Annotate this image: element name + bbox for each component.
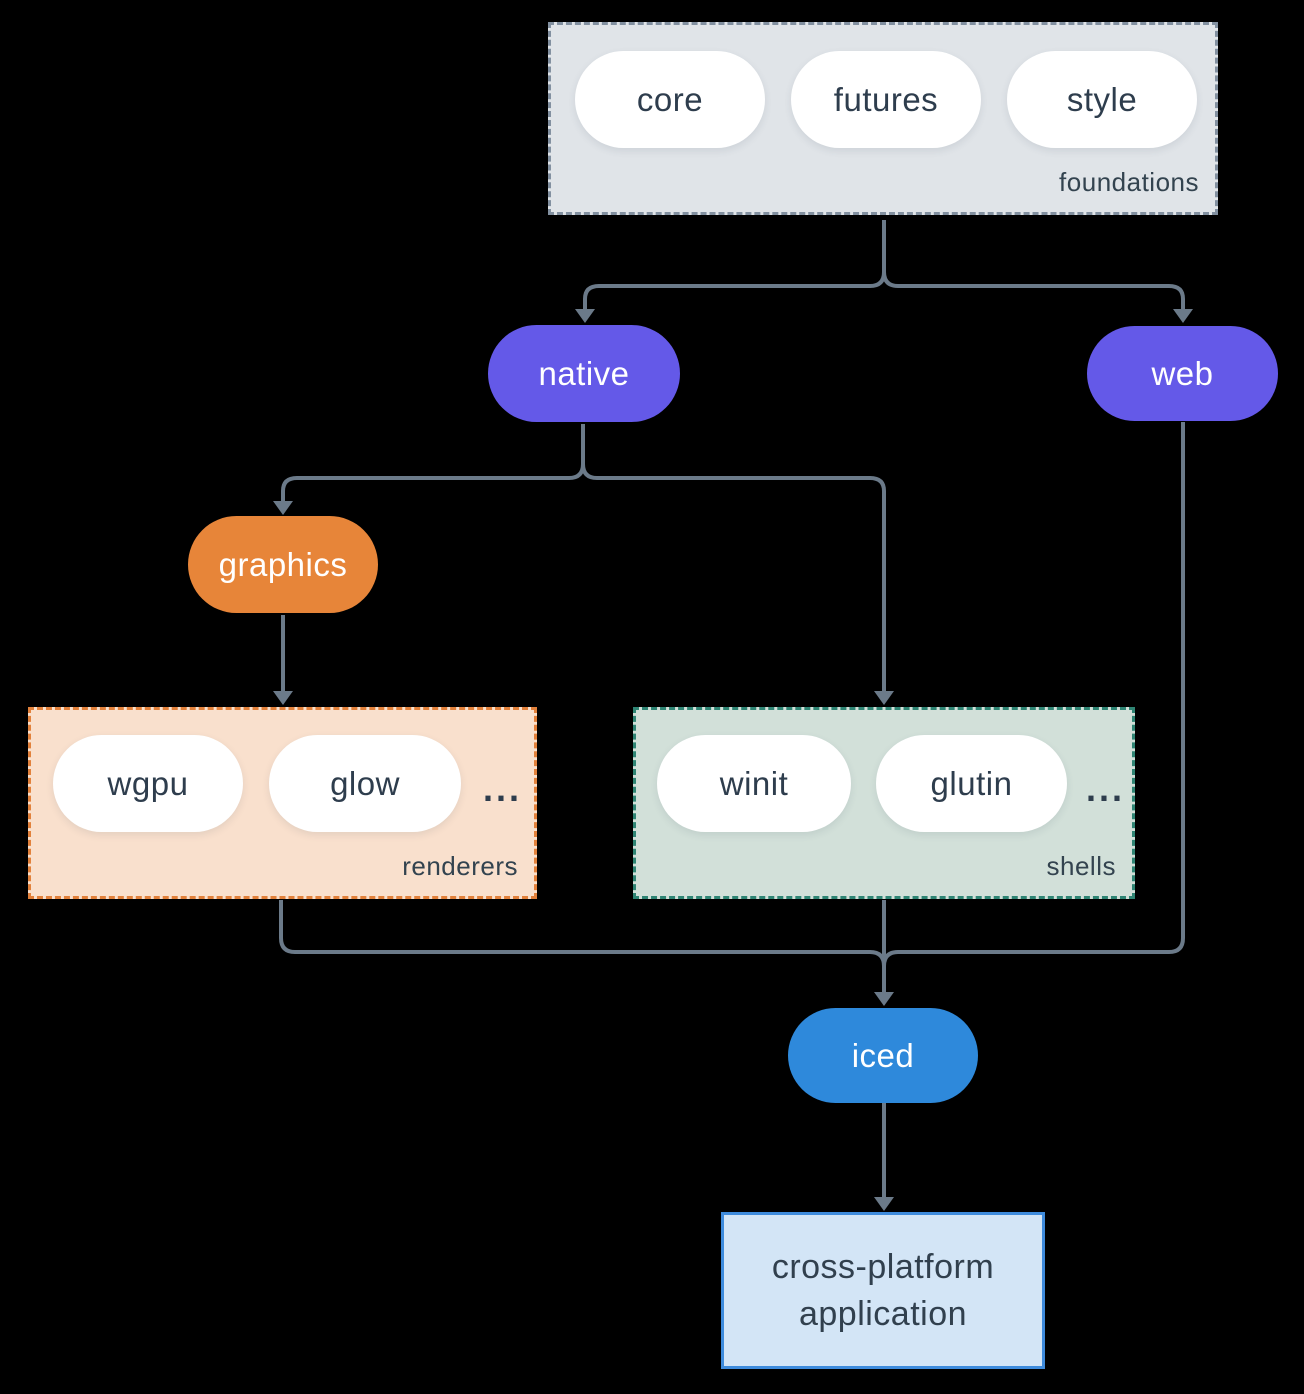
foundations-group-label: foundations <box>1059 167 1199 197</box>
pill-glutin-label: glutin <box>930 764 1013 802</box>
pill-wgpu-label: wgpu <box>107 764 189 802</box>
group-box-foundations: core futures style foundations <box>548 22 1218 215</box>
arrowhead-iced <box>874 992 894 1006</box>
arrowhead-native <box>575 309 595 323</box>
arrowhead-web <box>1173 309 1193 323</box>
arrowhead-shells <box>874 691 894 705</box>
pill-futures: futures <box>791 51 981 148</box>
arrowhead-graphics <box>273 501 293 515</box>
node-native-label: native <box>538 354 630 392</box>
node-iced: iced <box>788 1008 978 1103</box>
pill-core-label: core <box>636 80 704 118</box>
node-graphics-label: graphics <box>218 545 348 583</box>
edge-foundations-native <box>583 220 886 309</box>
node-graphics: graphics <box>188 516 378 613</box>
node-iced-label: iced <box>851 1036 915 1074</box>
pill-glow: glow <box>269 735 461 832</box>
edge-renderers-iced <box>279 900 886 967</box>
application-label-line2: application <box>798 1294 968 1333</box>
arrowhead-renderers <box>273 691 293 705</box>
pill-wgpu: wgpu <box>53 735 243 832</box>
edge-native-shells <box>581 424 886 691</box>
pill-style: style <box>1007 51 1197 148</box>
node-cross-platform-application: cross-platform application <box>721 1212 1045 1369</box>
arrowhead-application <box>874 1197 894 1211</box>
edge-foundations-web <box>882 220 1185 309</box>
group-box-shells: winit glutin ... shells <box>633 707 1135 899</box>
pill-glow-label: glow <box>330 764 400 802</box>
pill-futures-label: futures <box>833 80 939 118</box>
node-web: web <box>1087 326 1278 421</box>
pill-style-label: style <box>1066 80 1138 118</box>
shells-ellipsis: ... <box>1086 768 1126 809</box>
pill-winit: winit <box>657 735 851 832</box>
node-web-label: web <box>1151 354 1214 392</box>
renderers-group-label: renderers <box>402 851 518 881</box>
edge-native-graphics <box>281 424 585 501</box>
pill-core: core <box>575 51 765 148</box>
group-box-renderers: wgpu glow ... renderers <box>28 707 537 899</box>
renderers-ellipsis: ... <box>483 768 523 809</box>
application-label-line1: cross-platform <box>771 1247 995 1286</box>
shells-group-label: shells <box>1046 851 1116 881</box>
pill-winit-label: winit <box>719 764 789 802</box>
node-native: native <box>488 325 680 422</box>
pill-glutin: glutin <box>876 735 1067 832</box>
